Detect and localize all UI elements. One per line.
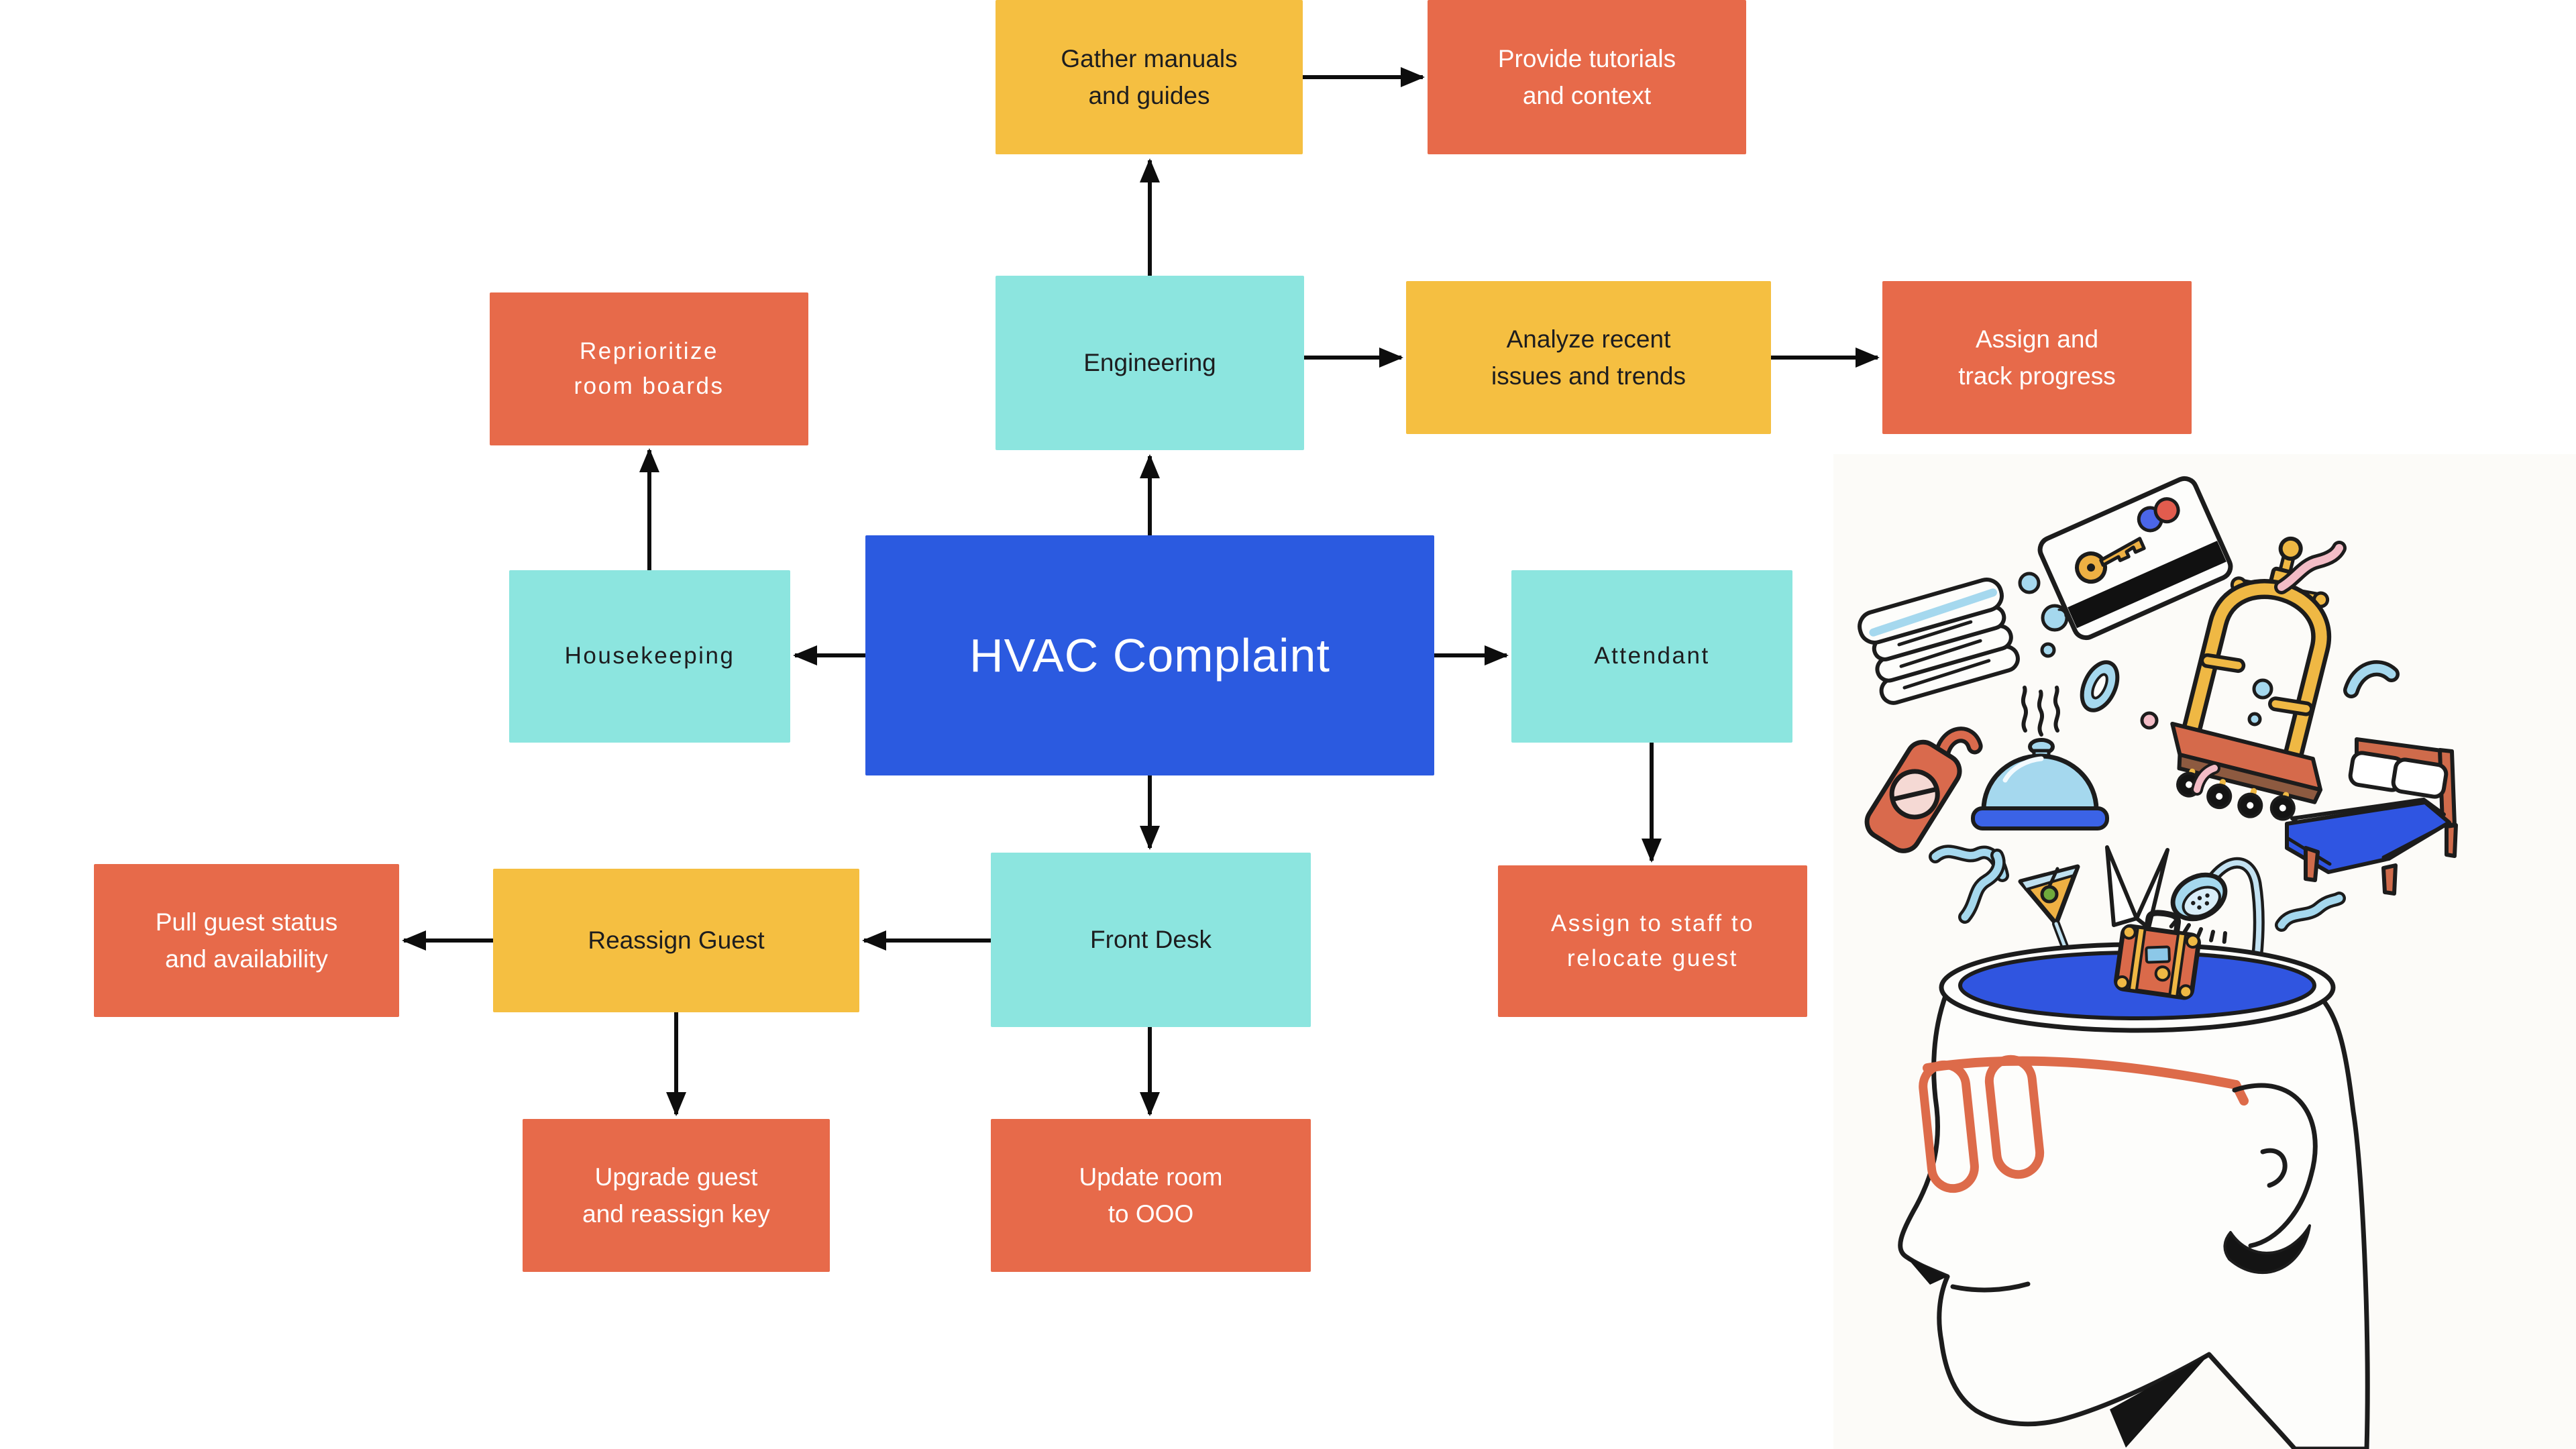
blue-squiggle-right [2347, 663, 2396, 695]
node-label: Provide tutorials and context [1497, 44, 1676, 110]
key-card-icon [2037, 476, 2233, 641]
node-label: Upgrade guest and reassign key [582, 1163, 770, 1228]
paper-plane-icon [2105, 845, 2169, 930]
node-update-room[interactable]: Update room to OOO [991, 1119, 1311, 1272]
node-label: Assign and track progress [1958, 325, 2116, 390]
face-details [1906, 1256, 2209, 1448]
towel-stack-icon [1858, 578, 2020, 705]
blue-squiggle-low [2277, 894, 2343, 929]
squiggles [1929, 541, 2400, 932]
node-hvac-complaint[interactable]: HVAC Complaint [865, 535, 1434, 775]
node-label: Pull guest status and availability [155, 908, 338, 973]
node-label: Front Desk [1090, 926, 1212, 954]
pink-squiggle-small [2194, 765, 2218, 793]
node-attendant[interactable]: Attendant [1511, 570, 1792, 743]
ear-icon [2223, 1083, 2318, 1275]
head-illustration-svg [1858, 476, 2458, 1449]
door-hanger-icon [1864, 727, 1983, 853]
martini-icon [2018, 864, 2091, 961]
bed-icon [2285, 737, 2458, 896]
node-label: Assign to staff to relocate guest [1550, 910, 1755, 972]
node-reprioritize[interactable]: Reprioritize room boards [490, 292, 808, 445]
pink-squiggle-top [2277, 544, 2343, 591]
node-analyze-issues[interactable]: Analyze recent issues and trends [1406, 281, 1771, 434]
node-upgrade-guest[interactable]: Upgrade guest and reassign key [523, 1119, 830, 1272]
node-reassign-guest[interactable]: Reassign Guest [493, 869, 859, 1012]
steam-icon [2021, 686, 2060, 737]
node-label: HVAC Complaint [969, 629, 1330, 682]
node-label: Reassign Guest [588, 926, 765, 955]
cloche-icon [1971, 738, 2109, 830]
node-label: Gather manuals and guides [1061, 44, 1238, 110]
head-profile-icon [1898, 991, 2370, 1449]
node-gather-manuals[interactable]: Gather manuals and guides [996, 0, 1303, 154]
collar-shadow [2110, 1354, 2209, 1448]
node-assign-track[interactable]: Assign and track progress [1882, 281, 2192, 434]
glasses-icon [1919, 1055, 2249, 1193]
head-illustration [1833, 454, 2576, 1449]
ring-icon [2080, 660, 2120, 712]
blue-squiggle-mid [1961, 851, 2003, 921]
node-front-desk[interactable]: Front Desk [991, 853, 1311, 1027]
node-pull-guest[interactable]: Pull guest status and availability [94, 864, 399, 1017]
node-label: Attendant [1594, 643, 1710, 669]
node-label: Analyze recent issues and trends [1491, 325, 1686, 390]
node-housekeeping[interactable]: Housekeeping [509, 570, 790, 743]
node-label: Update room to OOO [1079, 1163, 1223, 1228]
node-engineering[interactable]: Engineering [996, 276, 1304, 450]
suitcase-icon [2114, 910, 2201, 1000]
node-provide-tutorials[interactable]: Provide tutorials and context [1428, 0, 1746, 154]
node-label: Engineering [1083, 349, 1216, 377]
node-assign-staff[interactable]: Assign to staff to relocate guest [1498, 865, 1807, 1017]
node-label: Reprioritize room boards [574, 337, 724, 400]
node-label: Housekeeping [564, 643, 735, 669]
